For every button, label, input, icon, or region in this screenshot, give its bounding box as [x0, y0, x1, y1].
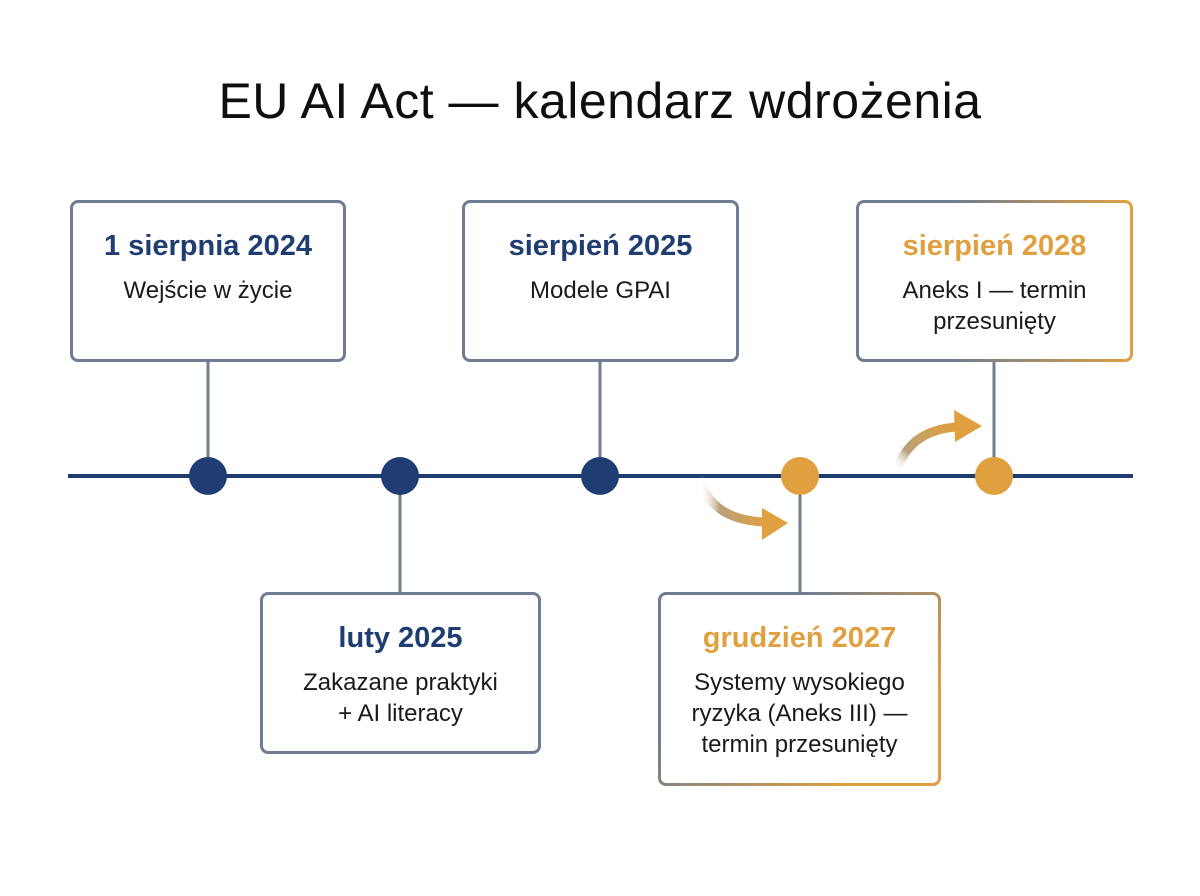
- milestone-date: luty 2025: [338, 622, 463, 654]
- milestone-description: Systemy wysokiego ryzyka (Aneks III) — t…: [691, 669, 908, 758]
- delay-arrow-icon: [892, 410, 982, 475]
- milestone-dot: [581, 457, 619, 495]
- milestone-card: sierpień 2028 Aneks I — termin przesunię…: [856, 200, 1133, 362]
- milestone-card: luty 2025 Zakazane praktyki + AI literac…: [260, 592, 541, 754]
- milestone-dot: [975, 457, 1013, 495]
- milestone-date: sierpień 2025: [508, 230, 693, 262]
- milestone-description: Aneks I — termin przesunięty: [902, 277, 1087, 335]
- milestone-dot: [781, 457, 819, 495]
- milestone-date: 1 sierpnia 2024: [104, 230, 312, 262]
- milestone-dot: [189, 457, 227, 495]
- milestone-date: grudzień 2027: [702, 622, 897, 654]
- milestone-date: sierpień 2028: [902, 230, 1087, 262]
- milestone-description: Zakazane praktyki + AI literacy: [303, 669, 498, 727]
- milestone-card: 1 sierpnia 2024 Wejście w życie: [70, 200, 346, 362]
- milestone-dot: [381, 457, 419, 495]
- delay-arrow-icon: [695, 475, 788, 540]
- milestone-card: grudzień 2027 Systemy wysokiego ryzyka (…: [658, 592, 941, 786]
- page-title: EU AI Act — kalendarz wdrożenia: [218, 73, 982, 129]
- milestone-description: Wejście w życie: [123, 277, 293, 304]
- milestone-card: sierpień 2025 Modele GPAI: [462, 200, 739, 362]
- milestone-description: Modele GPAI: [530, 277, 671, 304]
